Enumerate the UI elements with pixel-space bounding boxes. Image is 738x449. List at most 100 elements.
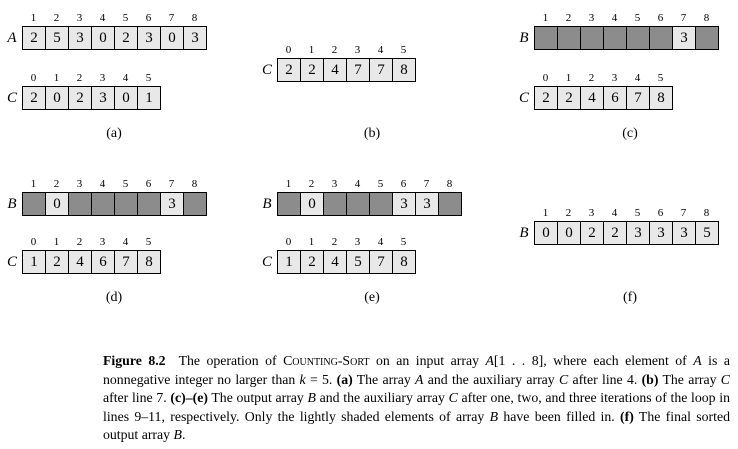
caption-text: [1 . . 8] [493,353,544,368]
array-cell: 2 [23,27,46,49]
array-cell: 1 [23,251,46,273]
index-label: 0 [30,72,37,84]
index-label: 4 [122,236,129,248]
array-cell: 7 [115,251,138,273]
index-label: 7 [680,12,687,24]
figure-label: Figure 8.2 [103,353,166,368]
index-label: 4 [354,178,361,190]
array-cell: 8 [650,87,672,109]
index-label: 1 [308,236,315,248]
index-label: 5 [634,207,641,219]
subfigure-label: (f) [623,290,637,305]
array-cell [184,193,206,215]
subfig-label: (a) [336,371,353,387]
array-cell: 2 [604,222,627,244]
index-label: 3 [611,72,618,84]
array-cell [23,193,46,215]
array-cell: 8 [393,251,415,273]
index-label: 0 [285,44,292,56]
index-label: 5 [634,12,641,24]
array-cell: 4 [581,87,604,109]
index-label: 2 [76,72,83,84]
array-cell: 2 [115,27,138,49]
caption-text: on an input array [369,353,486,368]
index-label: 4 [99,12,106,24]
array-name-label: C [6,254,17,270]
array-cell: 0 [46,87,69,109]
algorithm-name: Counting-Sort [283,353,370,368]
index-label: 5 [400,44,407,56]
index-label: 6 [657,207,664,219]
array-cell: 0 [46,193,69,215]
index-label: 4 [377,236,384,248]
array-cell: 2 [301,59,324,81]
index-label: 1 [542,207,549,219]
array-cell [627,27,650,49]
index-label: 1 [53,72,60,84]
caption-text: The array [658,371,721,387]
array-var: B [307,390,316,406]
caption-text: The final sorted output array [103,408,730,443]
index-label: 8 [703,207,710,219]
array-var: C [558,371,569,387]
caption-text: The output array [207,390,308,406]
array-cell: 3 [92,87,115,109]
array-name-label: C [261,62,272,78]
index-label: 2 [565,12,572,24]
index-label: 8 [191,12,198,24]
subfigure-label: (c) [622,126,638,141]
array-var: A [415,371,424,387]
array-cell: 0 [558,222,581,244]
subfigure-label: (b) [363,126,381,141]
array-cells: 3 [534,26,719,50]
array-cell: 0 [161,27,184,49]
index-label: 5 [377,178,384,190]
subfigure-label: (a) [106,126,122,141]
array-var: C [448,390,458,406]
array-cell [347,193,370,215]
index-label: 5 [145,72,152,84]
array-cell: 3 [673,222,696,244]
index-label: 1 [565,72,572,84]
array-cell: 0 [92,27,115,49]
caption-text: , where each element of [543,353,694,368]
k-var: k [299,371,306,387]
array-cell: 3 [184,27,206,49]
index-label: 3 [588,12,595,24]
array-cell: 5 [46,27,69,49]
array-cell [696,27,718,49]
array-cell [138,193,161,215]
array-var: A [693,353,702,368]
caption-text: after line 7. [103,390,171,406]
index-label: 3 [354,236,361,248]
caption-text: after line 4. [568,371,642,387]
index-label: 6 [145,178,152,190]
array-cell: 2 [301,251,324,273]
array-cell [604,27,627,49]
index-label: 1 [285,178,292,190]
array-cell: 7 [370,251,393,273]
index-label: 3 [76,12,83,24]
index-label: 7 [423,178,430,190]
index-label: 1 [308,44,315,56]
array-cell: 3 [69,27,92,49]
caption-text: = 5. [305,371,337,387]
array-cell: 3 [416,193,439,215]
array-name-label: B [519,225,529,241]
array-cell: 3 [673,27,696,49]
array-cell [439,193,461,215]
index-label: 2 [331,44,338,56]
array-cell: 3 [161,193,184,215]
index-label: 7 [680,207,687,219]
index-label: 1 [30,12,37,24]
caption-text: after one, two, and three iterations of … [103,390,731,424]
index-label: 5 [145,236,152,248]
index-label: 8 [191,178,198,190]
array-cell: 2 [46,251,69,273]
array-cell: 3 [627,222,650,244]
array-cell [324,193,347,215]
